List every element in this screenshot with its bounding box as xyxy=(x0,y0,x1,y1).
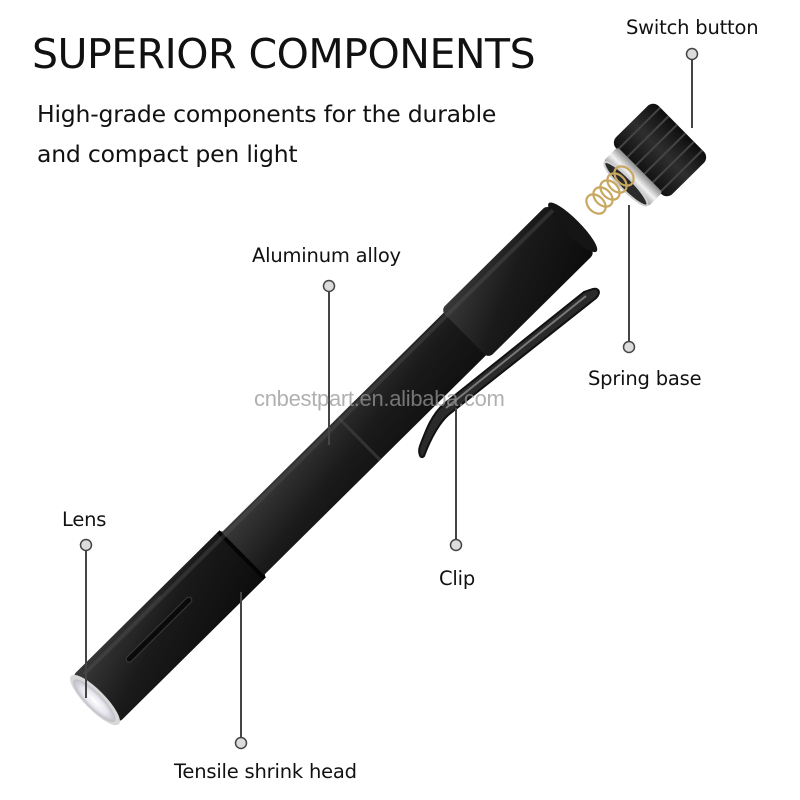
callout-label-switch-button: Switch button xyxy=(626,16,759,39)
pocket-clip xyxy=(418,287,600,458)
page-subtitle: High-grade components for the durable an… xyxy=(37,100,497,168)
callout-label-tensile-shrink-head: Tensile shrink head xyxy=(174,760,357,783)
callout-label-aluminum-alloy: Aluminum alloy xyxy=(252,244,401,267)
flashlight-body xyxy=(70,202,598,726)
watermark: cnbestpart.en.alibaba.com xyxy=(254,386,505,411)
head-section xyxy=(74,531,265,721)
callout-line-spring-base xyxy=(622,205,636,354)
callout-label-lens: Lens xyxy=(62,508,107,531)
callout-line-tensile-shrink-head xyxy=(234,592,248,750)
page-title: SUPERIOR COMPONENTS xyxy=(32,30,536,78)
callout-line-switch-button xyxy=(685,47,699,128)
spring xyxy=(585,165,635,215)
callout-label-spring-base: Spring base xyxy=(588,367,702,390)
tail-section xyxy=(443,207,593,356)
callout-line-clip xyxy=(449,408,463,552)
callout-line-aluminum-alloy xyxy=(322,279,336,445)
callout-line-lens xyxy=(79,538,93,698)
callout-label-clip: Clip xyxy=(439,567,476,590)
